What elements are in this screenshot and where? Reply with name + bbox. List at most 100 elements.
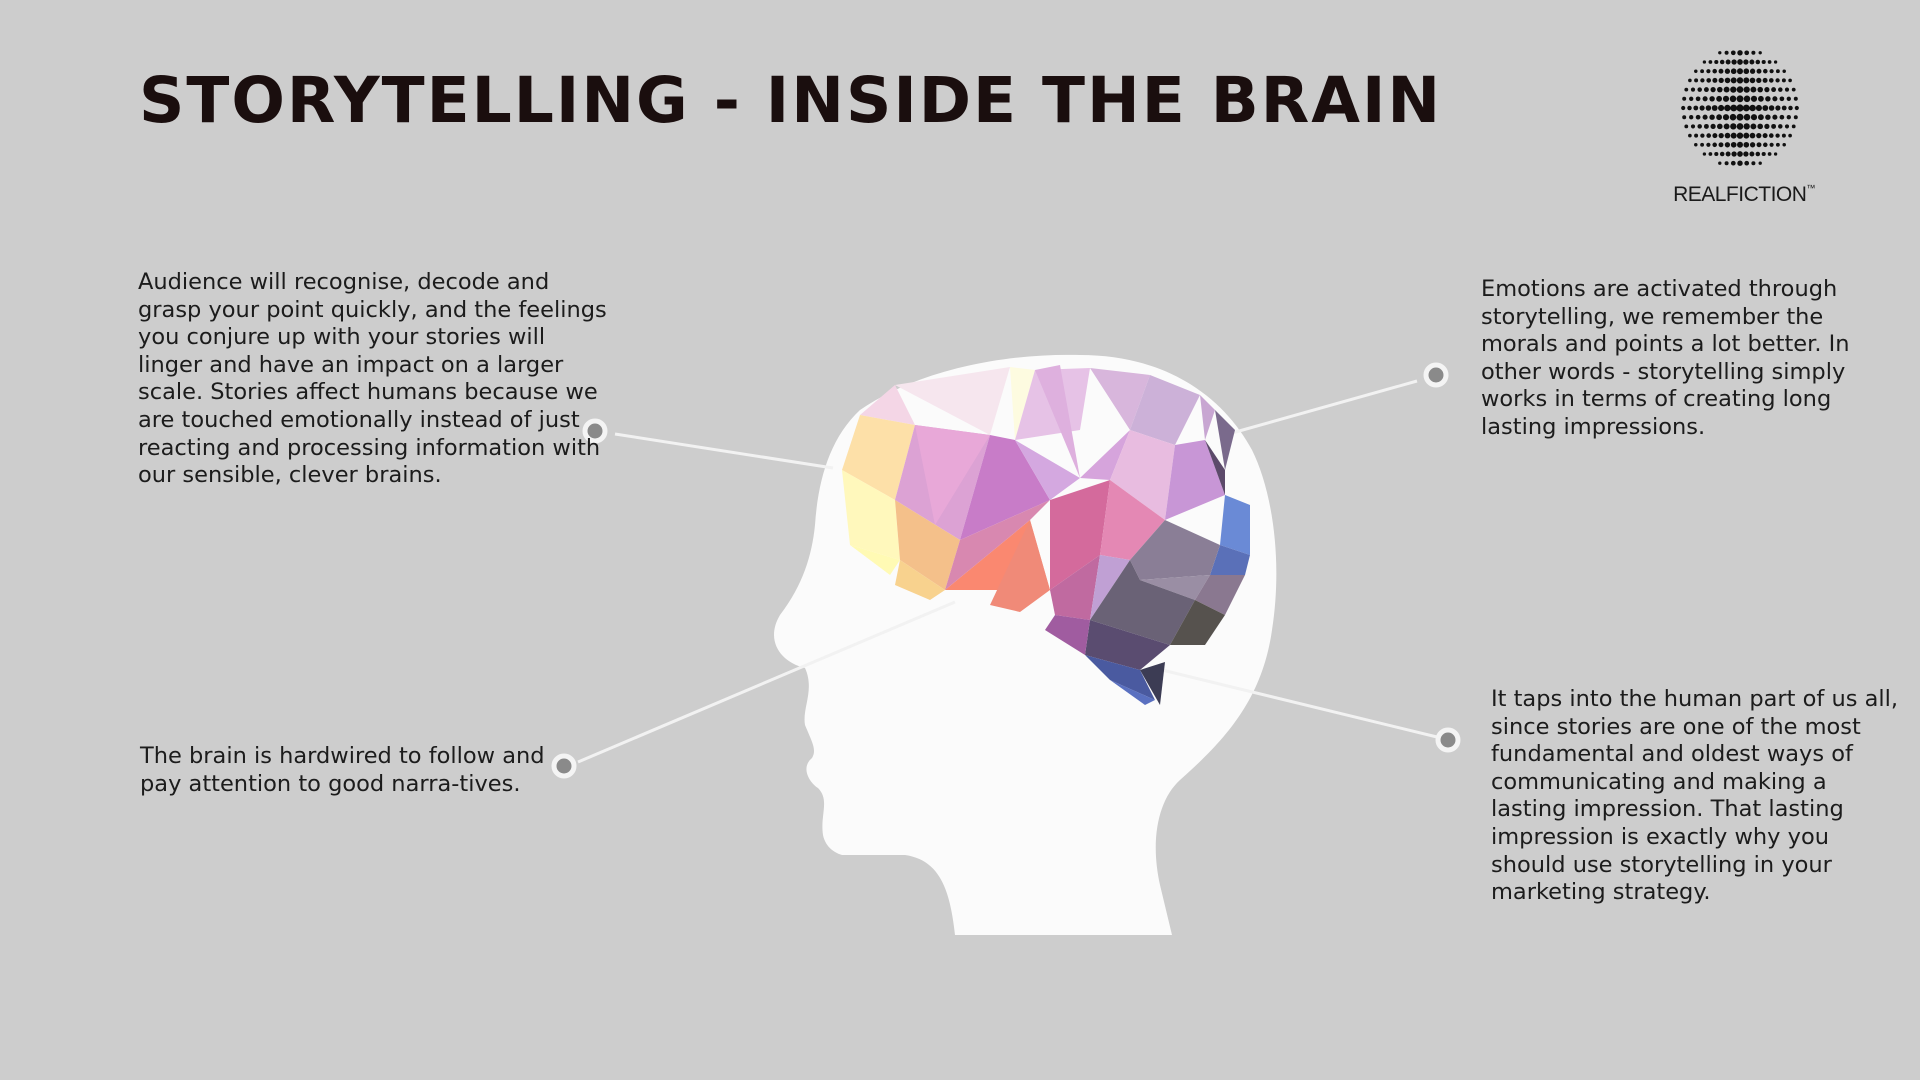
connector-bottom-right xyxy=(1157,667,1438,739)
brain-facet xyxy=(1110,430,1175,520)
logo-trademark: ™ xyxy=(1806,183,1815,193)
logo-dot xyxy=(1764,87,1770,93)
logo-dot xyxy=(1736,123,1744,130)
logo-dot xyxy=(1718,104,1725,112)
logo-dot xyxy=(1693,105,1699,111)
brain-facet xyxy=(1130,375,1200,445)
logo-dot xyxy=(1755,151,1761,157)
logo-dot xyxy=(1695,114,1701,120)
logo-dot xyxy=(1737,50,1743,56)
logo-dot xyxy=(1736,113,1744,121)
logo-dot xyxy=(1749,59,1755,65)
logo-dot xyxy=(1756,68,1762,74)
logo-name: REALFICTION xyxy=(1673,183,1807,206)
logo-dot xyxy=(1702,114,1708,120)
logo-dot xyxy=(1772,96,1778,102)
logo-dot xyxy=(1757,123,1763,130)
logo-dot xyxy=(1743,59,1749,65)
logo-dot xyxy=(1764,123,1770,129)
brain-facet xyxy=(850,545,900,575)
logo-dot xyxy=(1743,77,1750,84)
logo-dot xyxy=(1689,96,1694,101)
logo-dot xyxy=(1694,143,1698,147)
logo-dot xyxy=(1781,133,1786,138)
logo-dot xyxy=(1758,161,1762,165)
logo-dot xyxy=(1702,152,1707,156)
callout-bottom-right: It taps into the human part of us all, s… xyxy=(1491,686,1899,906)
brain-facet xyxy=(1140,575,1210,600)
logo-dot xyxy=(1718,161,1722,165)
logo-dot xyxy=(1743,123,1750,130)
brain-facet xyxy=(1210,545,1250,575)
logo-dot xyxy=(1782,69,1786,73)
logo-dot xyxy=(1756,77,1762,84)
logo-dot xyxy=(1744,160,1750,166)
logo-dot xyxy=(1749,142,1756,148)
logo-dot xyxy=(1717,86,1723,93)
logo-dot xyxy=(1697,124,1702,129)
logo-dot xyxy=(1697,87,1702,92)
logo-dot xyxy=(1688,133,1692,138)
callout-top-right: Emotions are activated through storytell… xyxy=(1481,276,1850,440)
brain-facet xyxy=(1090,368,1150,430)
logo-dot xyxy=(1681,105,1686,111)
brain-facet xyxy=(1010,367,1035,440)
logo-dot xyxy=(1784,87,1790,92)
logo-dot xyxy=(1684,124,1689,129)
logo-dot xyxy=(1773,60,1778,64)
logo-dot xyxy=(1705,105,1712,111)
connector-lines xyxy=(577,379,1438,764)
logo-dot xyxy=(1689,115,1694,120)
logo-dot xyxy=(1771,87,1777,93)
logo-dot xyxy=(1749,77,1756,84)
logo-dot xyxy=(1700,69,1705,74)
logo-dot xyxy=(1717,123,1723,130)
brain-facet xyxy=(1050,480,1110,590)
logo-dot xyxy=(1736,77,1744,84)
logo-dot xyxy=(1768,133,1774,138)
logo-dot xyxy=(1778,124,1783,129)
logo-dot xyxy=(1712,133,1718,139)
logo-dot xyxy=(1743,113,1751,121)
logo-dot xyxy=(1786,96,1791,101)
logo-dot xyxy=(1694,78,1699,83)
logo-dot xyxy=(1757,86,1763,93)
logo-dot xyxy=(1736,104,1744,112)
logo-dot xyxy=(1724,104,1731,112)
logo-dot xyxy=(1710,87,1716,93)
logo-dot xyxy=(1736,132,1744,139)
logo-dot xyxy=(1773,152,1778,156)
connector-bottom-left xyxy=(577,600,956,764)
logo-dot xyxy=(1731,59,1737,65)
brain-facet xyxy=(1170,600,1225,645)
brain-facet xyxy=(945,500,1050,590)
logo-dot xyxy=(1724,142,1731,148)
logo-dot xyxy=(1714,59,1719,65)
brain-facet xyxy=(990,520,1050,612)
logo-dot xyxy=(1743,95,1751,103)
globe-dot-logo-icon xyxy=(1681,50,1799,166)
brain-facet xyxy=(1085,620,1170,670)
callout-top-left: Audience will recognise, decode and gras… xyxy=(138,269,607,489)
logo-dot xyxy=(1761,151,1766,157)
logo-dot xyxy=(1775,78,1780,83)
logo-dot xyxy=(1737,68,1743,75)
logo-dot xyxy=(1767,152,1772,156)
logo-dot xyxy=(1744,50,1750,56)
logo-dot xyxy=(1781,78,1786,83)
logo-dot xyxy=(1736,95,1744,103)
logo-dot xyxy=(1724,132,1731,139)
logo-dot xyxy=(1763,142,1768,148)
logo-dot xyxy=(1762,77,1768,83)
logo-dot xyxy=(1718,77,1724,84)
logo-dot xyxy=(1730,123,1737,130)
logo-dot xyxy=(1742,104,1750,112)
logo-dot xyxy=(1706,78,1712,83)
logo-dot xyxy=(1779,114,1785,120)
logo-dot xyxy=(1730,50,1736,56)
logo-dot xyxy=(1724,161,1729,166)
connector-top-left xyxy=(614,432,834,470)
brain-facet xyxy=(1090,555,1130,620)
logo-dot xyxy=(1743,151,1749,157)
logo-dot xyxy=(1703,87,1709,93)
